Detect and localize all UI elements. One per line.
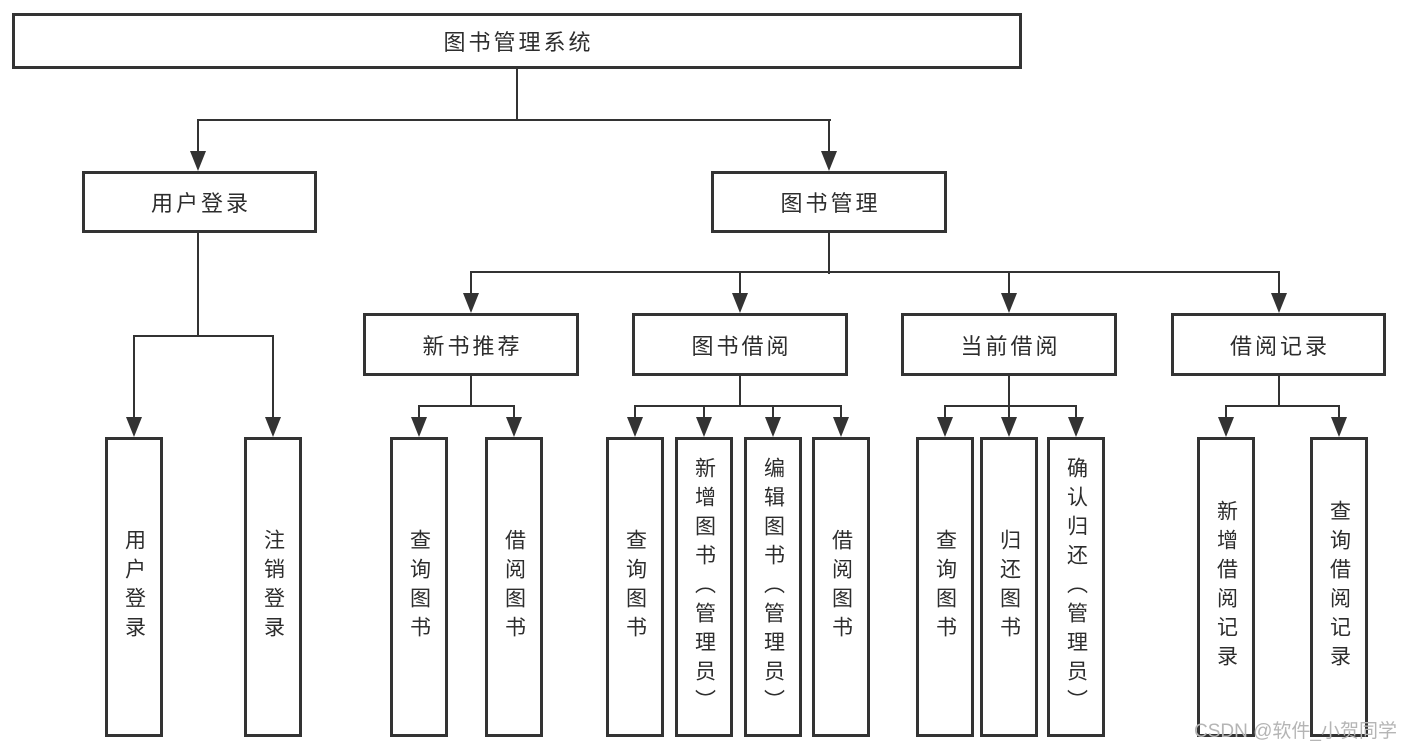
connector-to-leaf-logout (272, 335, 274, 419)
connector-root-branch (197, 119, 831, 121)
connector-newbook-stem (470, 376, 472, 407)
connector-to-nb-query (418, 405, 420, 419)
connector-to-borrow-records (1278, 271, 1280, 295)
connector-book-mgmt-branch (470, 271, 1280, 273)
arrow-down-br-query (1331, 417, 1347, 437)
connector-to-new-book (470, 271, 472, 295)
connector-root-stem (516, 69, 518, 121)
leaf-current-query-label: 查询图书 (933, 529, 957, 645)
connector-records-stem (1278, 376, 1280, 407)
leaf-borrow-borrow-label: 借阅图书 (829, 529, 853, 645)
csdn-watermark: CSDN @软件_小贺同学 (1194, 721, 1397, 742)
arrow-down-new-book (463, 293, 479, 313)
connector-to-nb-borrow (513, 405, 515, 419)
node-borrow-records-label: 借阅记录 (1229, 333, 1330, 359)
leaf-current-return-label: 归还图书 (997, 529, 1021, 645)
leaf-borrow-add: 新增图书（管理员） (675, 437, 733, 737)
node-root: 图书管理系统 (12, 13, 1022, 69)
leaf-user-login: 用户登录 (105, 437, 163, 737)
leaf-current-return: 归还图书 (980, 437, 1038, 737)
arrow-down-nb-query (411, 417, 427, 437)
connector-currentborrow-stem (1008, 376, 1010, 407)
connector-to-book-borrow (739, 271, 741, 295)
node-current-borrow-label: 当前借阅 (960, 333, 1061, 359)
node-book-borrow-label: 图书借阅 (691, 333, 792, 359)
leaf-records-query: 查询借阅记录 (1310, 437, 1368, 737)
connector-to-cb-return (1008, 405, 1010, 419)
arrow-down-bb-query (627, 417, 643, 437)
leaf-newbook-borrow: 借阅图书 (485, 437, 543, 737)
connector-to-br-query (1338, 405, 1340, 419)
node-book-management-label: 图书管理 (780, 191, 881, 216)
arrow-down-bb-edit (765, 417, 781, 437)
leaf-current-query: 查询图书 (916, 437, 974, 737)
node-root-label: 图书管理系统 (443, 30, 594, 55)
node-user-login: 用户登录 (82, 171, 317, 233)
node-borrow-records: 借阅记录 (1171, 313, 1386, 376)
leaf-borrow-add-label: 新增图书（管理员） (692, 456, 716, 718)
leaf-logout: 注销登录 (244, 437, 302, 737)
connector-newbook-branch (418, 405, 515, 407)
connector-to-br-add (1225, 405, 1227, 419)
connector-to-leaf-user-login (133, 335, 135, 419)
connector-to-bb-edit (772, 405, 774, 419)
arrow-down-current-borrow (1001, 293, 1017, 313)
leaf-records-add: 新增借阅记录 (1197, 437, 1255, 737)
arrow-down-book-borrow (732, 293, 748, 313)
connector-to-user-login (197, 119, 199, 153)
leaf-logout-label: 注销登录 (261, 529, 285, 645)
arrow-down-leaf-logout (265, 417, 281, 437)
leaf-borrow-query-label: 查询图书 (623, 529, 647, 645)
arrow-down-leaf-user-login (126, 417, 142, 437)
connector-user-login-branch (133, 335, 274, 337)
leaf-records-query-label: 查询借阅记录 (1327, 500, 1351, 674)
arrow-down-user-login (190, 151, 206, 171)
leaf-borrow-edit-label: 编辑图书（管理员） (761, 456, 785, 718)
arrow-down-nb-borrow (506, 417, 522, 437)
connector-to-cb-query (944, 405, 946, 419)
connector-to-book-management (828, 119, 830, 153)
connector-to-bb-borrow (840, 405, 842, 419)
node-new-book-recommend-label: 新书推荐 (422, 333, 523, 359)
connector-records-branch (1225, 405, 1340, 407)
node-user-login-label: 用户登录 (150, 191, 251, 216)
leaf-borrow-query: 查询图书 (606, 437, 664, 737)
connector-to-current-borrow (1008, 271, 1010, 295)
arrow-down-borrow-records (1271, 293, 1287, 313)
node-book-management: 图书管理 (711, 171, 947, 233)
node-current-borrow: 当前借阅 (901, 313, 1117, 376)
arrow-down-br-add (1218, 417, 1234, 437)
node-book-borrow: 图书借阅 (632, 313, 848, 376)
arrow-down-bb-borrow (833, 417, 849, 437)
leaf-borrow-edit: 编辑图书（管理员） (744, 437, 802, 737)
connector-bookborrow-stem (739, 376, 741, 407)
leaf-current-confirm: 确认归还（管理员） (1047, 437, 1105, 737)
connector-to-bb-query (634, 405, 636, 419)
arrow-down-cb-return (1001, 417, 1017, 437)
leaf-records-add-label: 新增借阅记录 (1214, 500, 1238, 674)
leaf-newbook-query: 查询图书 (390, 437, 448, 737)
arrow-down-bb-add (696, 417, 712, 437)
node-new-book-recommend: 新书推荐 (363, 313, 579, 376)
leaf-borrow-borrow: 借阅图书 (812, 437, 870, 737)
connector-book-mgmt-stem (828, 233, 830, 274)
arrow-down-cb-confirm (1068, 417, 1084, 437)
leaf-newbook-borrow-label: 借阅图书 (502, 529, 526, 645)
leaf-user-login-label: 用户登录 (122, 529, 146, 645)
leaf-newbook-query-label: 查询图书 (407, 529, 431, 645)
connector-bookborrow-branch (634, 405, 842, 407)
connector-currentborrow-branch (944, 405, 1077, 407)
connector-to-cb-confirm (1075, 405, 1077, 419)
arrow-down-book-management (821, 151, 837, 171)
leaf-current-confirm-label: 确认归还（管理员） (1064, 456, 1088, 718)
arrow-down-cb-query (937, 417, 953, 437)
connector-user-login-stem (197, 233, 199, 337)
connector-to-bb-add (703, 405, 705, 419)
